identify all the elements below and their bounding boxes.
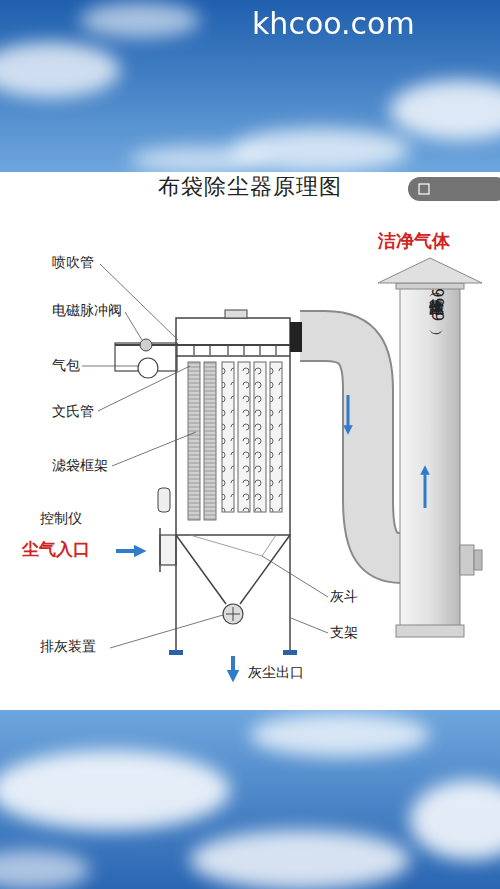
icon-pill [408,177,500,201]
filter-bag [254,362,266,512]
hopper-brace [190,535,276,556]
filter-bag [222,362,234,512]
nozzles [194,345,276,355]
controller [158,488,170,512]
cloud [0,42,120,98]
cloud [80,2,200,38]
leader-line [291,618,328,633]
flow-arrow [424,470,427,508]
diagram-title: 布袋除尘器原理图 [0,174,500,200]
fan-motor [460,545,474,575]
outlet-collar [290,322,302,352]
tube-sheet [176,355,290,357]
cloud [130,146,270,174]
clouds [0,713,500,889]
collector-housing [176,318,290,535]
duct-outline [300,336,402,558]
nozzle [243,345,244,355]
leader-line [125,312,142,340]
flow-arrow [116,549,140,553]
nozzle [209,345,210,355]
cloud [390,80,500,140]
filter-bag [204,362,216,520]
cloud [250,713,430,757]
cloud [0,750,230,830]
filter-bag [270,362,282,512]
leader-line [98,366,190,411]
chimney [400,283,460,635]
top-hatch [225,310,247,318]
clean-gas-note: 干净气体（除尘达99.9） [428,288,446,321]
cloud [0,850,90,889]
part-name: 电磁脉冲阀 [52,302,122,319]
nozzle [275,345,276,355]
pulse-valve [140,339,152,351]
leg-foot [283,650,297,655]
part-name: 喷吹管 [52,254,94,271]
part-name: 滤袋框架 [52,457,108,474]
leader-line [82,366,138,367]
support-leg [175,535,177,652]
part-name: 文氏管 [52,403,94,420]
filter-bag [188,362,200,520]
leg-foot [169,650,183,655]
filter-bag [238,362,250,512]
chimney-base [396,625,464,637]
fan-motor-cap [474,550,482,570]
nozzle [259,345,260,355]
part-name: 控制仪 [40,510,82,527]
cloud [410,780,500,860]
outlet-duct [300,336,402,558]
part-name: 灰斗 [330,588,358,605]
leader-line [112,432,196,466]
white-panel [0,172,500,710]
nozzle [227,345,228,355]
clean-gas-label: 洁净气体 [378,230,450,252]
support-leg [289,535,291,652]
clouds [0,2,500,174]
flow-arrow [231,656,235,676]
ash-hopper [176,535,290,604]
leader-line [262,556,328,597]
outlet-label: 灰尘出口 [248,664,304,681]
part-name: 气包 [52,357,80,374]
cloud [190,830,410,889]
rotary-valve [223,604,243,624]
leader-lines [82,264,328,648]
inlet-flange [160,535,176,565]
air-tank [138,358,158,378]
inlet-flange-edge [159,528,161,572]
chimney-hat [378,258,482,283]
nozzle [193,345,194,355]
icon-glyph [419,184,429,194]
inlet-label: 尘气入口 [22,539,90,559]
part-name: 支架 [330,624,358,641]
rotary-valve-cross [226,607,240,621]
part-name: 排灰装置 [40,638,96,655]
leader-line [110,615,223,648]
watermark: khcoo.com [252,6,415,42]
flow-arrow [347,395,350,430]
